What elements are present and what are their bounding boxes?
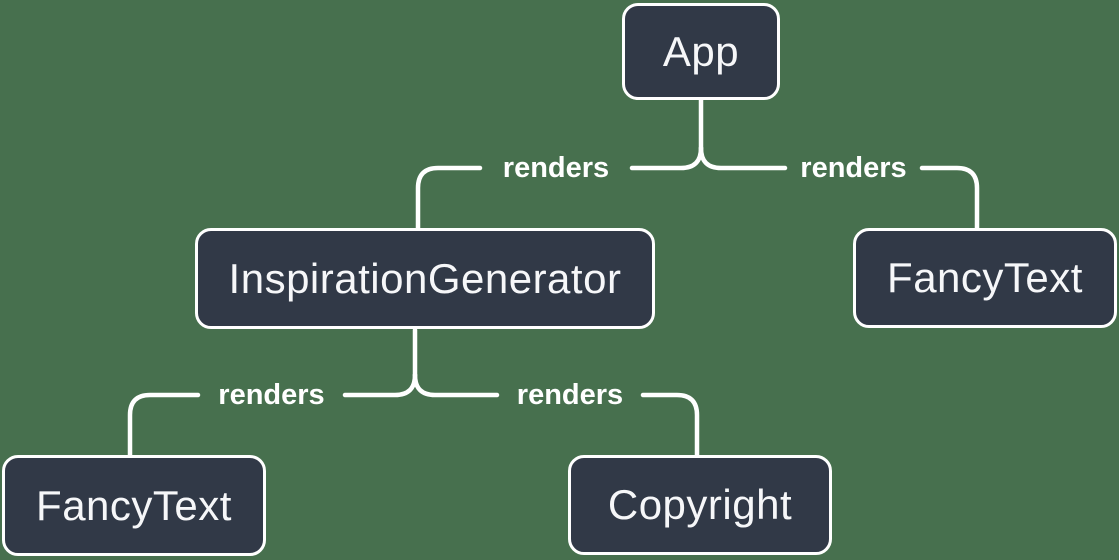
edge-inspirationgenerator-fancytext-a — [342, 372, 418, 398]
edge-app-fancytext-a — [698, 145, 788, 171]
edge-inspirationgenerator-copyright-b — [640, 392, 700, 459]
edge-label-app-fancytext: renders — [800, 152, 907, 184]
node-app: App — [622, 3, 780, 100]
node-inspiration-generator: InspirationGenerator — [195, 228, 655, 329]
node-fancy-text-right: FancyText — [853, 228, 1117, 328]
node-app-label: App — [662, 27, 740, 75]
edge-label-inspirationgenerator-copyright: renders — [516, 379, 624, 411]
node-fancy-text-left: FancyText — [2, 455, 266, 556]
edge-app-inspirationgenerator-b — [415, 165, 483, 232]
node-fancy-text-right-label: FancyText — [887, 254, 1083, 301]
node-copyright-label: Copyright — [607, 481, 793, 528]
node-fancy-text-left-label: FancyText — [36, 481, 232, 529]
edge-label-inspirationgenerator-fancytext: renders — [218, 379, 325, 411]
edge-app-fancytext-b — [919, 165, 980, 232]
node-inspiration-generator-label: InspirationGenerator — [228, 254, 622, 302]
edge-label-app-inspirationgenerator: renders — [502, 152, 610, 184]
edge-app-inspirationgenerator-a — [629, 145, 704, 171]
edge-inspirationgenerator-fancytext-b — [127, 392, 201, 459]
edge-inspirationgenerator-copyright-a — [412, 372, 500, 398]
node-copyright: Copyright — [568, 455, 832, 555]
